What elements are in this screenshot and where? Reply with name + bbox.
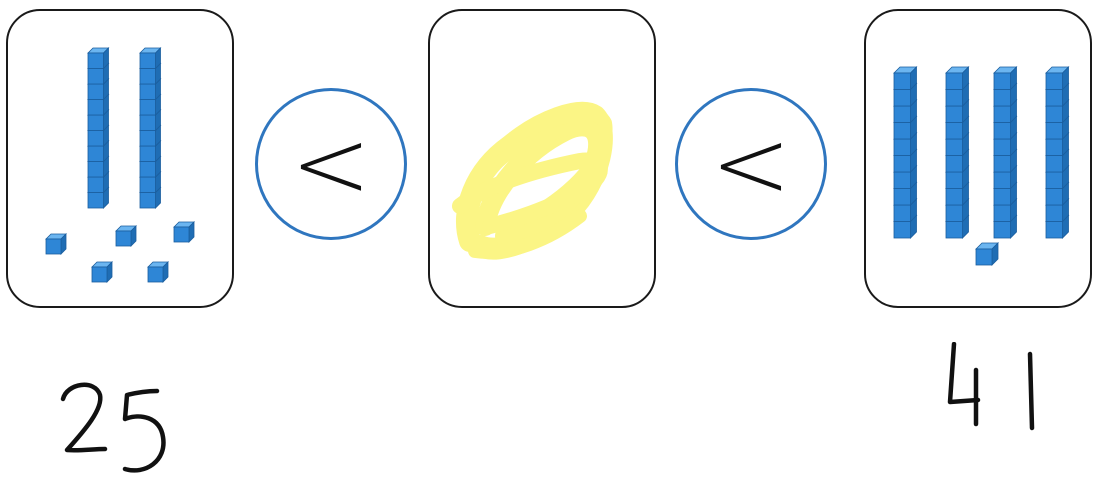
right-comparison-symbol: < [678,91,824,237]
left-base-ten-card [6,9,234,308]
one-cube [976,243,998,265]
ten-rod-unit [946,67,969,90]
ten-rod [994,67,1017,238]
ten-rod [894,67,917,238]
middle-answer-card[interactable] [428,9,656,308]
ten-rod-unit [994,67,1017,90]
ten-rod-unit [88,48,109,69]
left-comparison-symbol: < [258,91,404,237]
right-base-ten-card [864,9,1092,308]
ten-rod [88,48,109,208]
ten-rod [946,67,969,238]
ten-rod-unit [894,67,917,90]
ten-rod [1046,67,1069,238]
one-cube [116,226,136,246]
one-cube [148,262,168,282]
one-cube [174,222,194,242]
ten-rod [140,48,161,208]
left-comparison-circle: < [255,88,407,240]
ten-rod-unit [140,48,161,69]
left-handwritten-number: 25 [55,375,175,480]
yellow-highlight-scribble [430,11,656,308]
ten-rod-unit [1046,67,1069,90]
right-comparison-circle: < [675,88,827,240]
one-cube [46,234,66,254]
right-handwritten-number: 41 [940,342,1040,437]
one-cube [92,262,112,282]
left-base-ten-blocks [8,11,234,308]
right-base-ten-blocks [866,11,1092,308]
